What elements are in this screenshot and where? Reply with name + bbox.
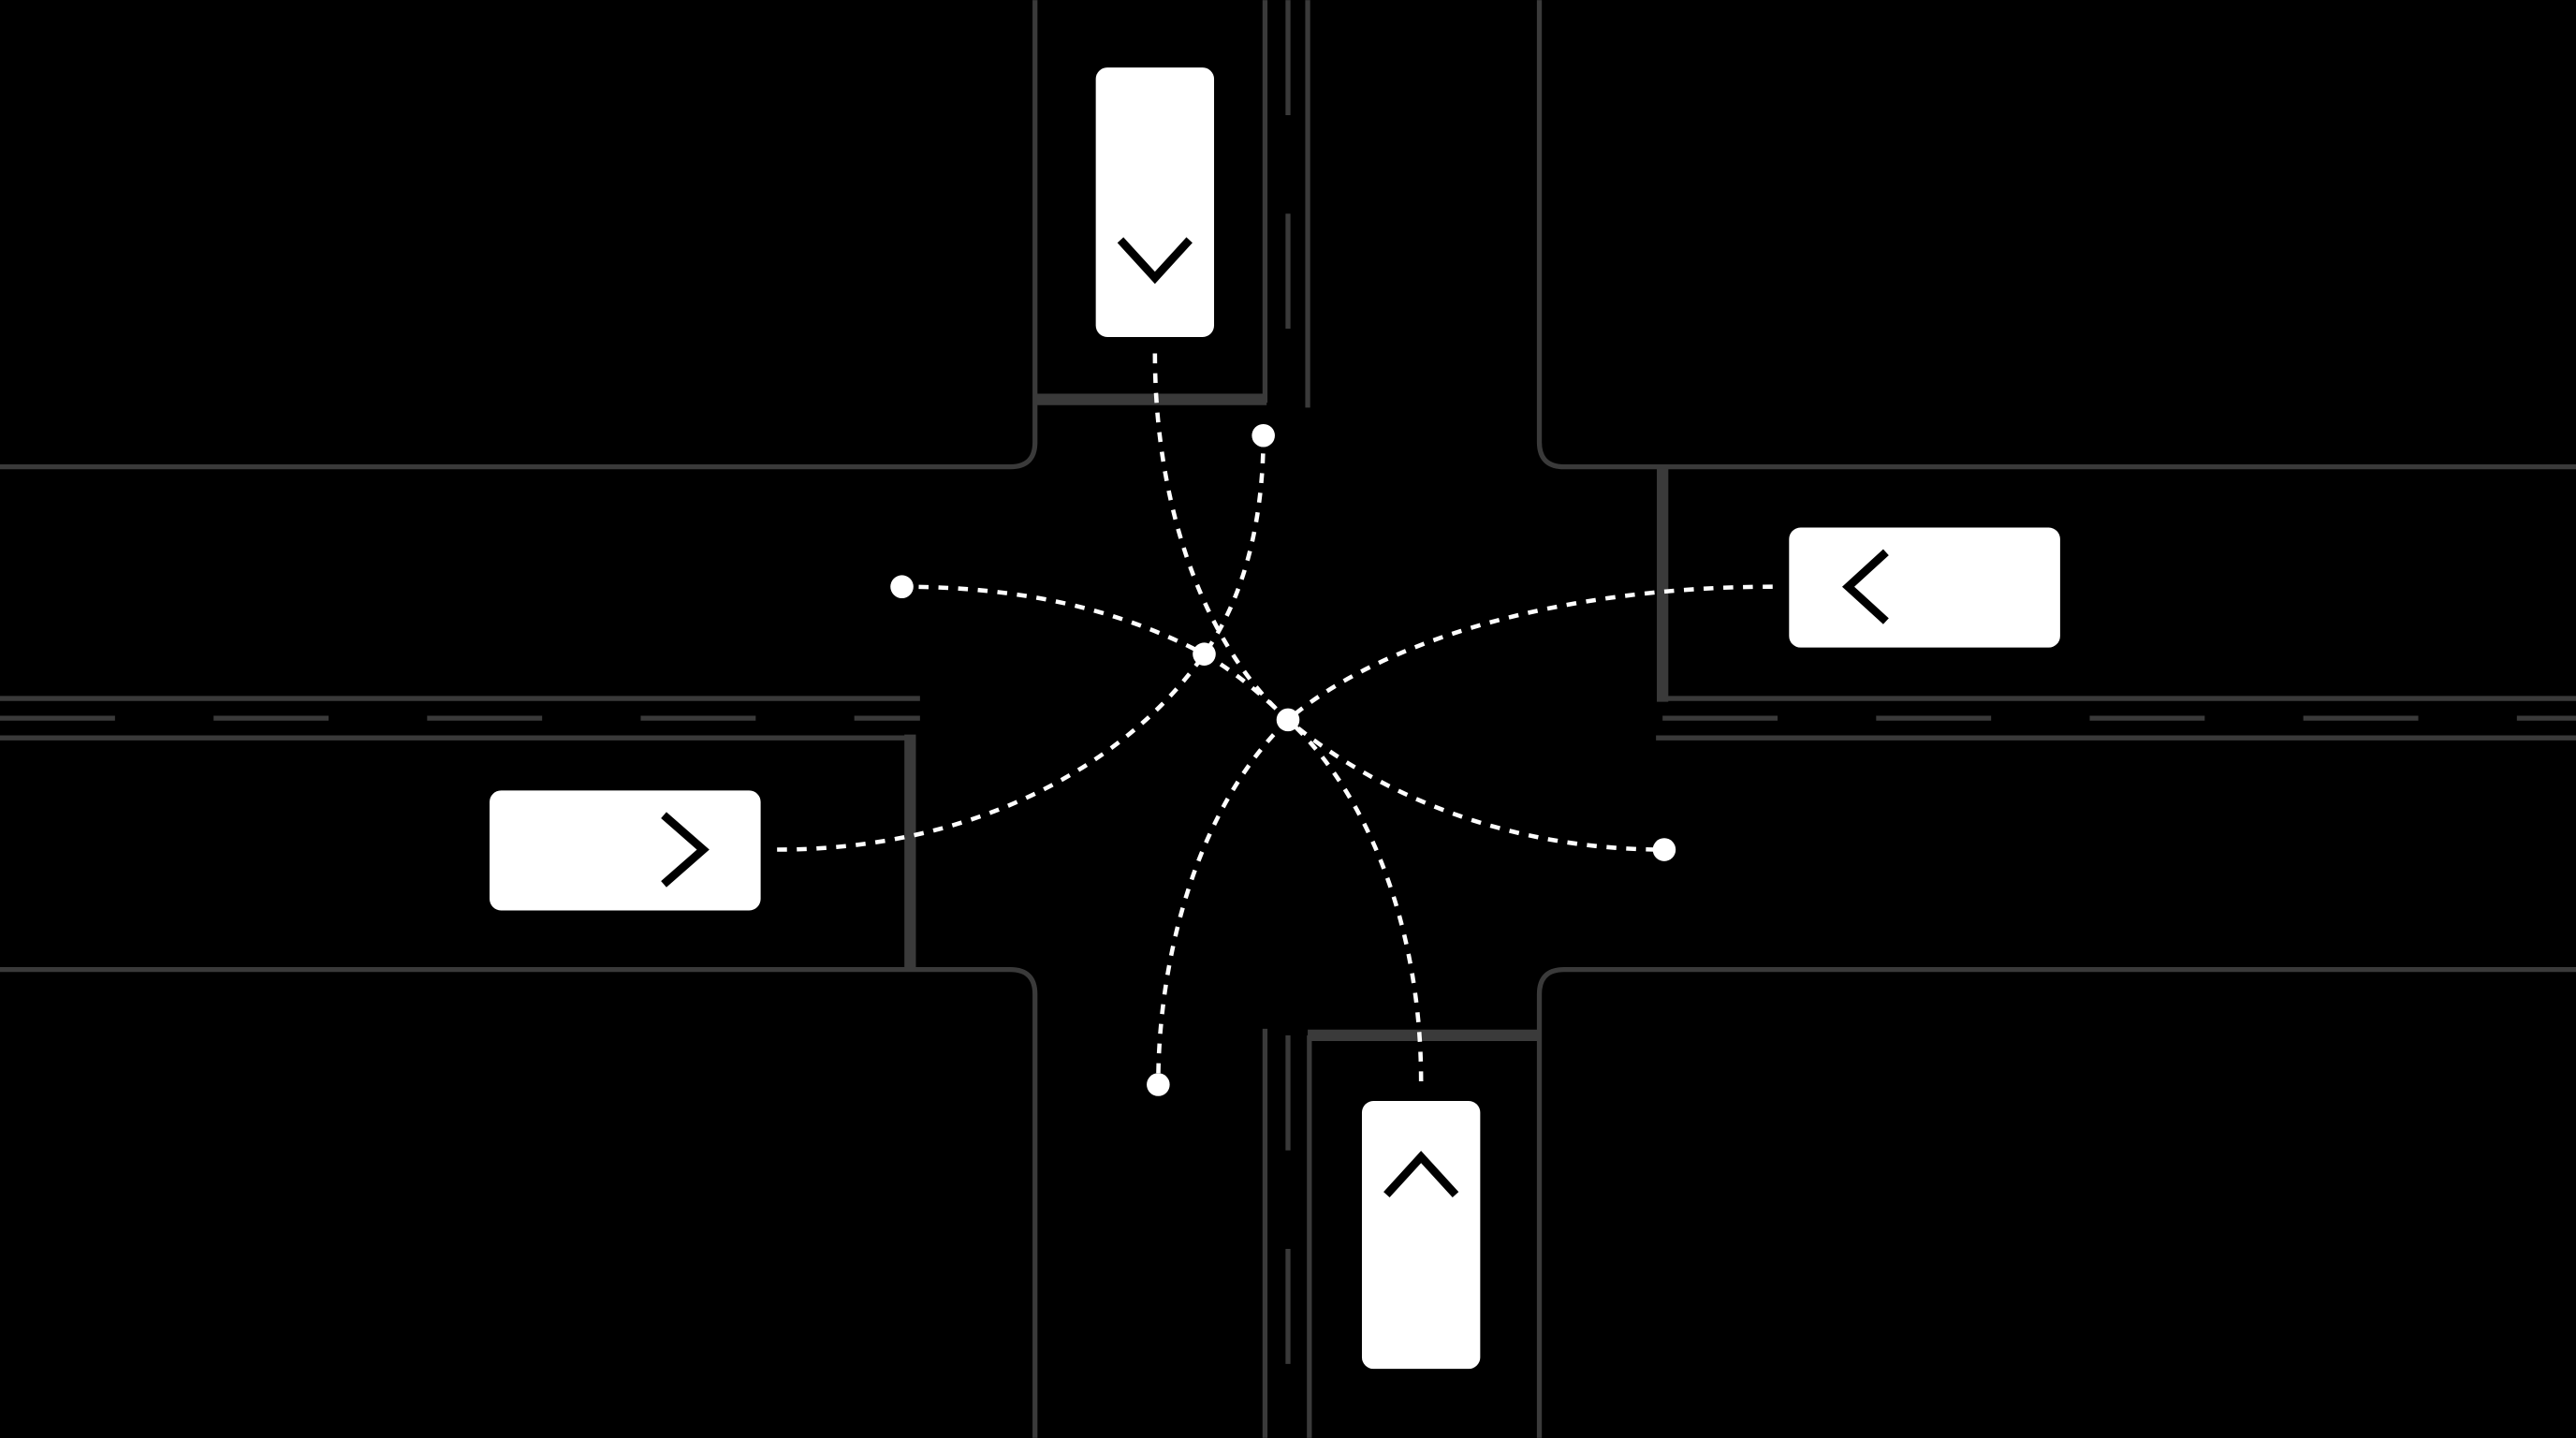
endpoint-south bbox=[1147, 1073, 1170, 1096]
block-top-right-curb bbox=[1536, 0, 2576, 470]
vehicles bbox=[490, 67, 2060, 1370]
waypoints bbox=[890, 423, 1676, 1096]
endpoint-west bbox=[890, 575, 914, 598]
vehicle-body bbox=[1361, 1101, 1481, 1370]
west-vehicle-trajectory bbox=[777, 435, 1266, 852]
vehicle-south[interactable] bbox=[1361, 1101, 1481, 1370]
conflict-point-1 bbox=[1193, 642, 1216, 666]
south-vehicle-trajectory bbox=[901, 584, 1424, 1082]
chevron-up-icon bbox=[1383, 1151, 1459, 1198]
vehicle-west[interactable] bbox=[490, 790, 761, 911]
chevron-right-icon bbox=[661, 812, 710, 888]
vehicle-body bbox=[1095, 67, 1215, 337]
endpoint-east bbox=[1652, 838, 1676, 861]
vehicle-east[interactable] bbox=[1789, 527, 2060, 648]
block-bottom-left-curb bbox=[0, 967, 1038, 1438]
chevron-down-icon bbox=[1117, 237, 1193, 285]
east-vehicle-trajectory bbox=[1156, 584, 1773, 1085]
conflict-point-2 bbox=[1276, 708, 1300, 732]
vehicle-body bbox=[490, 790, 761, 911]
endpoint-north bbox=[1251, 423, 1275, 448]
block-bottom-right-curb bbox=[1536, 967, 2576, 1438]
chevron-left-icon bbox=[1841, 549, 1889, 624]
vehicle-north[interactable] bbox=[1095, 67, 1215, 337]
vehicle-body bbox=[1789, 527, 2060, 648]
block-top-left-curb bbox=[0, 0, 1038, 470]
